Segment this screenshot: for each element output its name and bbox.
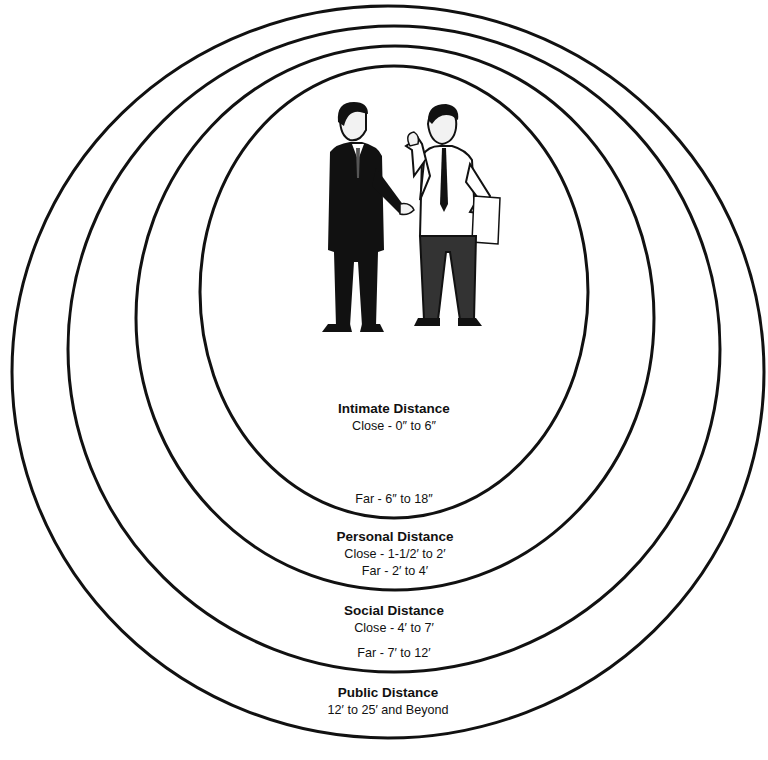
man-white-shirt [406, 104, 500, 326]
zone-range: Far - 7′ to 12′ [66, 645, 722, 662]
text-holder: Far - 2′ to 4′ [134, 563, 656, 580]
intimate-ring: Intimate DistanceClose - 0″ to 6″ Far - 6… [198, 64, 590, 520]
zone-heading: Public Distance [10, 684, 766, 701]
personal-ring: Personal DistanceClose - 1-1/2′ to 2′Far… [134, 44, 656, 592]
text-holder: Personal Distance [134, 528, 656, 545]
text-holder: Far - 7′ to 12′ [66, 645, 722, 662]
text-holder: Close - 4′ to 7′ [66, 620, 722, 637]
text-holder: Far - 6″ to 18″ [198, 491, 590, 508]
zone-range: Close - 4′ to 7′ [66, 620, 722, 637]
zone-heading: Social Distance [66, 602, 722, 619]
zone-heading: Intimate Distance [198, 400, 590, 417]
ring-ellipse [12, 6, 764, 738]
text-holder: Close - 1-1/2′ to 2′ [134, 546, 656, 563]
social-ring: Social DistanceClose - 4′ to 7′ Far - 7′ … [66, 24, 722, 674]
zone-range: Far - 6″ to 18″ [198, 491, 590, 508]
text-holder: Close - 0″ to 6″ [198, 418, 590, 435]
ring-ellipse [136, 46, 654, 590]
text-holder: Social Distance [66, 602, 722, 619]
zone-range: 12′ to 25′ and Beyond [10, 702, 766, 719]
zone-range: Close - 1-1/2′ to 2′ [134, 546, 656, 563]
text-holder: 12′ to 25′ and Beyond [10, 702, 766, 719]
ring-ellipse [68, 26, 720, 672]
zone-range: Close - 0″ to 6″ [198, 418, 590, 435]
ring-outline [198, 64, 590, 520]
zone-range: Far - 2′ to 4′ [134, 563, 656, 580]
ring-ellipse [200, 66, 588, 518]
zone-heading: Personal Distance [134, 528, 656, 545]
text-holder: Public Distance [10, 684, 766, 701]
ring-outline [134, 44, 656, 592]
man-dark-suit [322, 102, 414, 332]
text-holder: Intimate Distance [198, 400, 590, 417]
public-ring: Public Distance12′ to 25′ and Beyond Soci… [10, 4, 766, 740]
